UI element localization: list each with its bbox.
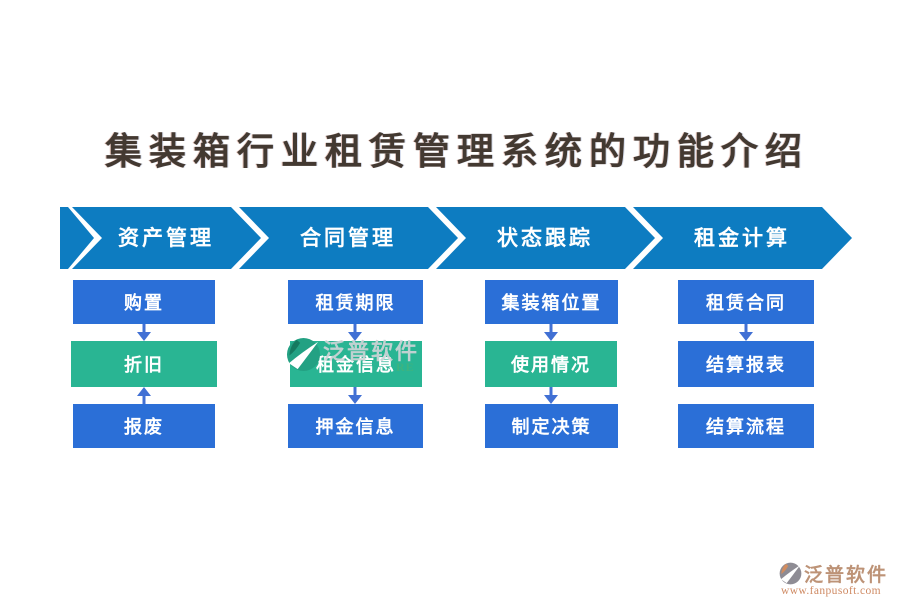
flow-box: 报废 <box>73 404 215 448</box>
arrow-up-icon <box>137 387 151 404</box>
banner-asset-management <box>72 207 261 269</box>
flow-box: 制定决策 <box>485 404 618 448</box>
flow-box: 结算报表 <box>678 341 814 387</box>
flow-box: 购置 <box>73 280 215 324</box>
banner-contract-management <box>239 207 458 269</box>
banner-rent-calculation <box>633 207 852 269</box>
banner-label: 状态跟踪 <box>497 226 593 250</box>
banner-status-tracking <box>436 207 655 269</box>
flow-box: 租赁期限 <box>288 280 423 324</box>
flow-box: 结算流程 <box>678 404 814 448</box>
process-banner-row: 资产管理 合同管理 状态跟踪 租金计算 <box>60 207 852 269</box>
arrow-down-icon <box>348 387 362 404</box>
leading-chevron-icon <box>60 207 94 269</box>
flow-box: 租金信息 <box>290 341 422 387</box>
arrow-down-icon <box>348 324 362 341</box>
banner-label: 租金计算 <box>694 226 790 250</box>
arrow-down-icon <box>137 324 151 341</box>
flow-box: 折旧 <box>71 341 217 387</box>
page-title: 集装箱行业租赁管理系统的功能介绍 <box>105 132 809 173</box>
arrow-down-icon <box>739 324 753 341</box>
arrow-down-icon <box>544 324 558 341</box>
arrow-down-icon <box>544 387 558 404</box>
footer-watermark-url: www.fanpusoft.com <box>781 585 881 597</box>
flow-box: 押金信息 <box>288 404 423 448</box>
footer-watermark-brand: 泛普软件 <box>804 565 889 586</box>
banner-label: 资产管理 <box>118 226 214 250</box>
flow-box: 租赁合同 <box>678 280 814 324</box>
flow-box: 使用情况 <box>485 341 617 387</box>
flow-box: 集装箱位置 <box>485 280 618 324</box>
banner-label: 合同管理 <box>300 226 396 250</box>
fanpu-logo-icon <box>779 562 802 585</box>
